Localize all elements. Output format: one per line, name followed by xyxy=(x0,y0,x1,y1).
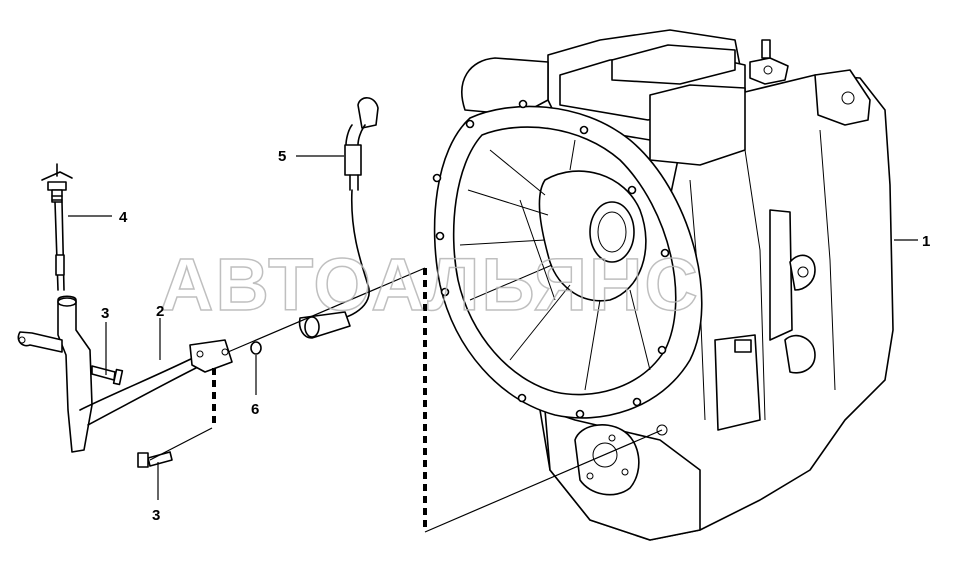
callout-4: 4 xyxy=(119,209,128,226)
dipstick xyxy=(41,163,73,291)
callout-3-lower: 3 xyxy=(152,507,160,524)
callout-5: 5 xyxy=(278,148,286,165)
washer xyxy=(250,341,262,355)
bolts xyxy=(91,365,173,468)
assembly-lines xyxy=(149,267,663,533)
transmission-housing xyxy=(461,29,894,541)
oil-pipe xyxy=(79,339,233,426)
leaders xyxy=(68,155,918,500)
callout-3-upper: 3 xyxy=(101,305,109,322)
watermark-text: АВТОАЛЬЯНС xyxy=(160,243,700,326)
callout-6: 6 xyxy=(251,401,259,418)
bell-housing xyxy=(432,99,703,419)
callout-1: 1 xyxy=(922,233,930,250)
callout-2: 2 xyxy=(156,303,164,320)
hose xyxy=(298,97,379,339)
filler-tube xyxy=(17,295,93,453)
